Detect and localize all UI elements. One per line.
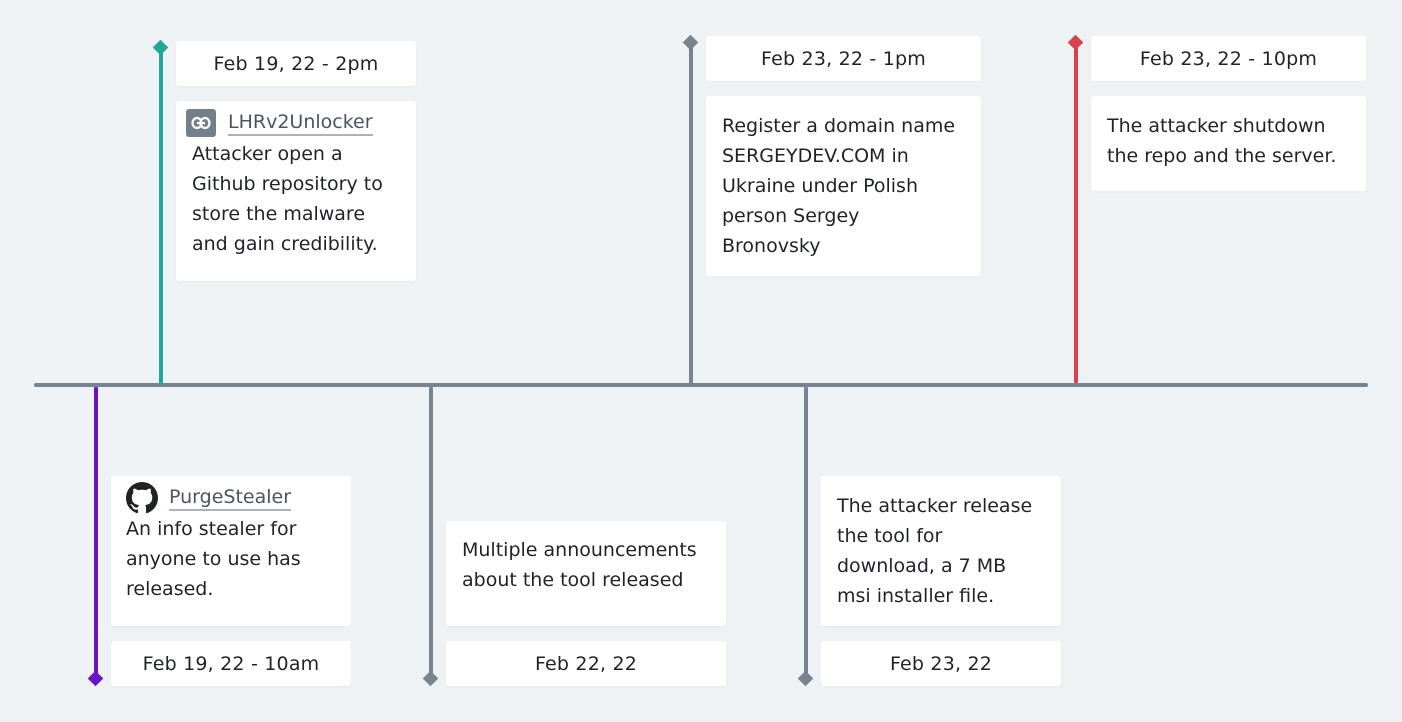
event-card-purge-stealer: PurgeStealer An info stealer for anyone …	[111, 476, 351, 626]
event-text-purge-stealer: An info stealer for anyone to use has re…	[126, 518, 301, 600]
event-text-domain: Register a domain name SERGEYDEV.COM in …	[722, 115, 956, 257]
event-card-domain: Register a domain name SERGEYDEV.COM in …	[706, 96, 981, 276]
event-text-shutdown: The attacker shutdown the repo and the s…	[1107, 115, 1337, 167]
event-marker-purge-stealer	[87, 670, 104, 687]
event-marker-announcements	[422, 670, 439, 687]
event-stem-announcements	[429, 387, 433, 679]
event-date-shutdown: Feb 23, 22 - 10pm	[1091, 36, 1366, 81]
event-card-github-repo: LHRv2Unlocker Attacker open a Github rep…	[176, 101, 416, 281]
event-date-release: Feb 23, 22	[821, 641, 1061, 686]
event-date-github-repo: Feb 19, 22 - 2pm	[176, 41, 416, 86]
event-stem-purge-stealer	[94, 387, 98, 679]
link-icon	[186, 109, 216, 137]
purgestealer-link[interactable]: PurgeStealer	[169, 485, 292, 511]
event-date-announcements: Feb 22, 22	[446, 641, 726, 686]
event-stem-shutdown	[1074, 43, 1078, 383]
event-marker-shutdown	[1067, 34, 1084, 51]
github-icon	[126, 482, 158, 514]
event-date-domain: Feb 23, 22 - 1pm	[706, 36, 981, 81]
repo-link[interactable]: LHRv2Unlocker	[228, 110, 373, 136]
timeline-axis	[34, 383, 1368, 387]
event-stem-domain	[689, 43, 693, 385]
event-text-release: The attacker release the tool for downlo…	[837, 495, 1033, 607]
event-text-github-repo: Attacker open a Github repository to sto…	[192, 143, 383, 255]
event-text-announcements: Multiple announcements about the tool re…	[462, 539, 697, 591]
event-card-announcements: Multiple announcements about the tool re…	[446, 521, 726, 626]
event-stem-github-repo	[159, 48, 163, 385]
event-stem-release	[804, 387, 808, 679]
event-marker-domain	[682, 34, 699, 51]
event-date-purge-stealer: Feb 19, 22 - 10am	[111, 641, 351, 686]
event-marker-github-repo	[152, 39, 169, 56]
event-marker-release	[797, 670, 814, 687]
event-card-release: The attacker release the tool for downlo…	[821, 476, 1061, 626]
event-card-shutdown: The attacker shutdown the repo and the s…	[1091, 96, 1366, 191]
